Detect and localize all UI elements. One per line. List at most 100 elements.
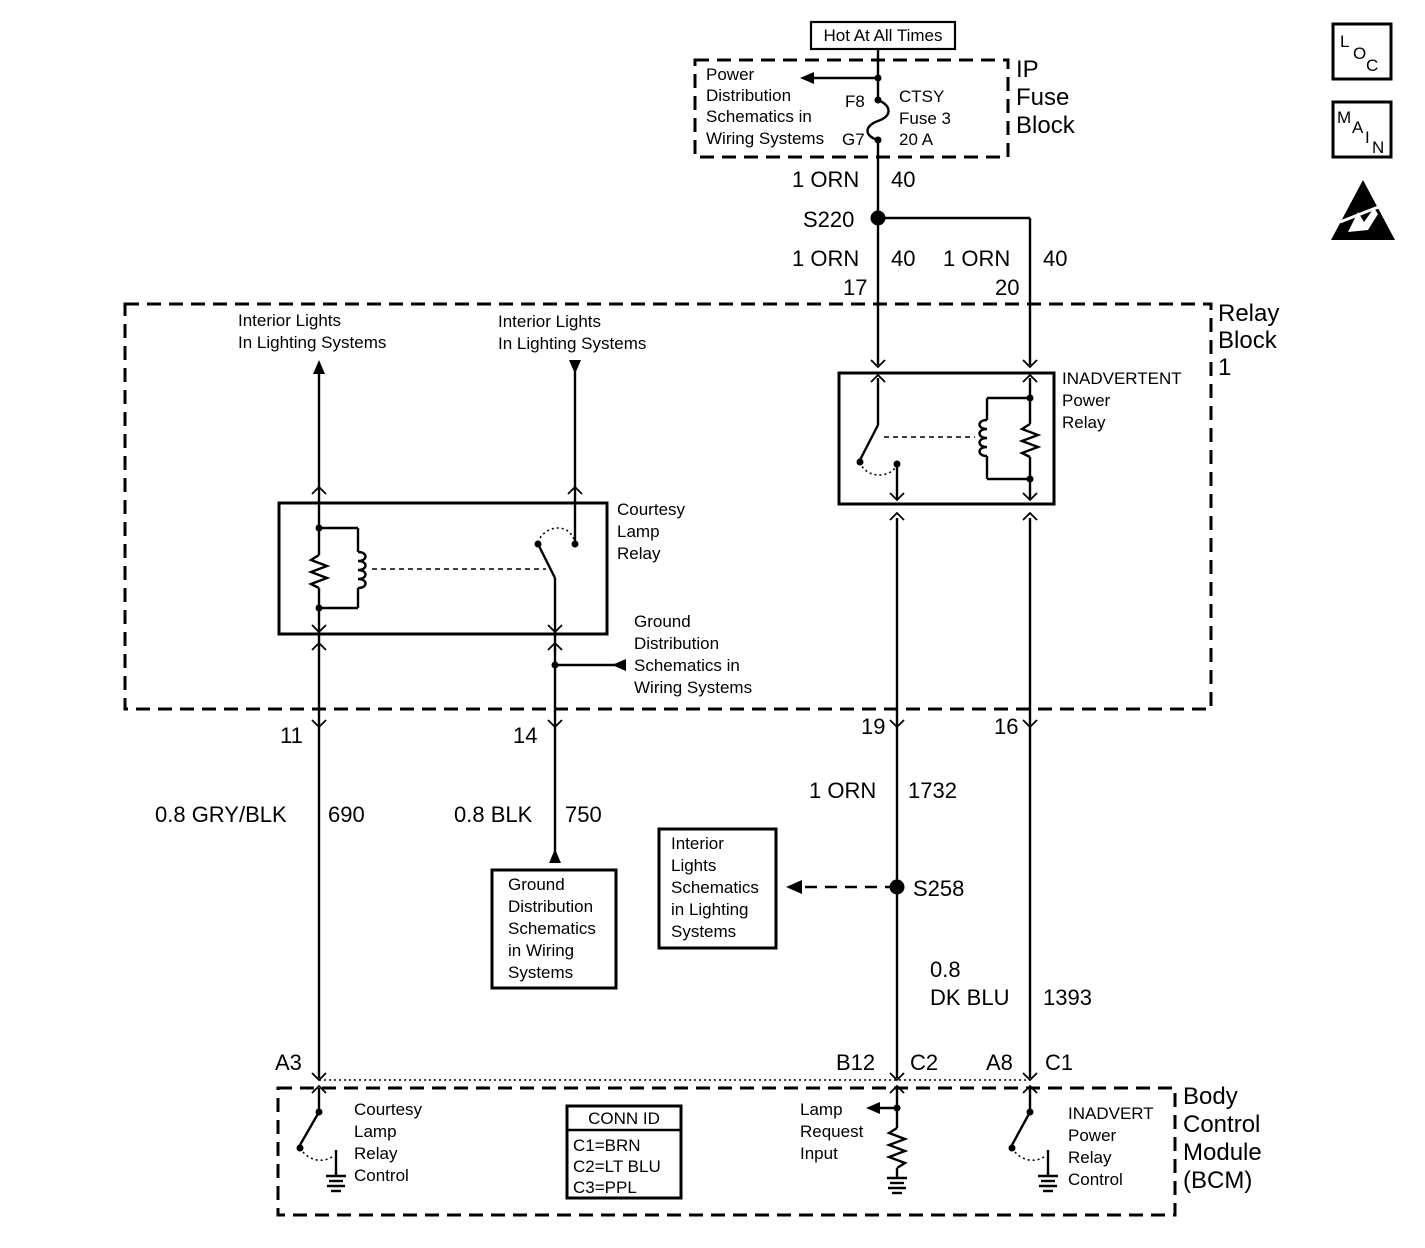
- svg-text:Module: Module: [1183, 1139, 1262, 1166]
- ground-icon: [1038, 1174, 1058, 1193]
- wire-1732: 19 1 ORN 1732: [809, 714, 957, 803]
- svg-text:20 A: 20 A: [899, 130, 934, 149]
- svg-text:C3=PPL: C3=PPL: [573, 1178, 637, 1197]
- svg-text:Ground: Ground: [634, 612, 691, 631]
- svg-text:Courtesy: Courtesy: [617, 500, 686, 519]
- resistor-icon: [307, 553, 331, 590]
- svg-text:Schematics in: Schematics in: [634, 656, 740, 675]
- svg-text:Input: Input: [800, 1144, 838, 1163]
- svg-text:Fuse 3: Fuse 3: [899, 109, 951, 128]
- svg-text:40: 40: [891, 246, 915, 271]
- svg-text:17: 17: [843, 275, 867, 300]
- svg-text:Systems: Systems: [671, 922, 736, 941]
- svg-text:A3: A3: [275, 1050, 302, 1075]
- ground-icon: [326, 1174, 346, 1193]
- svg-text:Ground: Ground: [508, 875, 565, 894]
- interior-lights-ref-left: Interior Lights In Lighting Systems: [238, 311, 386, 495]
- bcm-inadvert-control: INADVERT Power Relay Control: [1008, 1084, 1154, 1193]
- arrow-up-icon: [313, 360, 325, 374]
- svg-text:0.8: 0.8: [930, 957, 961, 982]
- interior-lights-box: Interior Lights Schematics in Lighting S…: [657, 827, 778, 950]
- svg-text:Control: Control: [1068, 1170, 1123, 1189]
- ground-distribution-box: Ground Distribution Schematics in Wiring…: [490, 868, 618, 990]
- svg-text:Relay: Relay: [1068, 1148, 1112, 1167]
- svg-text:M: M: [1337, 108, 1351, 127]
- svg-text:Power: Power: [706, 65, 755, 84]
- bcm-courtesy-control: Courtesy Lamp Relay Control: [296, 1084, 423, 1193]
- esd-warning-icon[interactable]: [1331, 180, 1395, 240]
- svg-text:1: 1: [1218, 354, 1231, 381]
- svg-text:0.8 GRY/BLK: 0.8 GRY/BLK: [155, 802, 287, 827]
- svg-text:750: 750: [565, 802, 602, 827]
- svg-text:Courtesy: Courtesy: [354, 1100, 423, 1119]
- svg-text:Block: Block: [1218, 327, 1278, 354]
- svg-text:in Wiring: in Wiring: [508, 941, 574, 960]
- svg-text:INADVERT: INADVERT: [1068, 1104, 1154, 1123]
- coil-icon: [978, 418, 988, 458]
- svg-text:Hot At All Times: Hot At All Times: [823, 26, 942, 45]
- loc-icon[interactable]: L O C: [1331, 22, 1393, 81]
- svg-text:Interior Lights: Interior Lights: [498, 312, 601, 331]
- svg-text:Block: Block: [1016, 112, 1076, 139]
- svg-text:Distribution: Distribution: [706, 86, 791, 105]
- wire-label-17: 1 ORN 40 17: [792, 246, 915, 300]
- splice-s258: S258: [786, 876, 964, 901]
- svg-text:14: 14: [513, 723, 537, 748]
- svg-text:S258: S258: [913, 876, 964, 901]
- svg-text:Power: Power: [1062, 391, 1111, 410]
- ctsy-fuse-3: F8 G7 CTSY Fuse 3 20 A: [842, 74, 951, 149]
- svg-text:C: C: [1366, 56, 1378, 75]
- svg-text:690: 690: [328, 802, 365, 827]
- arrow-left-icon: [866, 1102, 880, 1114]
- ip-fuse-block: IP Fuse Block: [693, 56, 1076, 159]
- svg-text:In Lighting Systems: In Lighting Systems: [238, 333, 386, 352]
- svg-text:Control: Control: [354, 1166, 409, 1185]
- svg-text:20: 20: [995, 275, 1019, 300]
- arrow-down-icon: [569, 360, 581, 374]
- svg-text:IP: IP: [1016, 56, 1039, 83]
- svg-text:(BCM): (BCM): [1183, 1167, 1252, 1194]
- courtesy-lamp-relay: Courtesy Lamp Relay: [277, 490, 686, 652]
- svg-text:40: 40: [891, 167, 915, 192]
- svg-text:Body: Body: [1183, 1083, 1238, 1110]
- svg-text:O: O: [1353, 44, 1366, 63]
- svg-text:In Lighting Systems: In Lighting Systems: [498, 334, 646, 353]
- hot-at-all-times-label: Hot At All Times: [809, 20, 957, 51]
- arrow-left-icon: [786, 880, 802, 894]
- svg-text:Interior: Interior: [671, 834, 724, 853]
- svg-text:F8: F8: [845, 92, 865, 111]
- switch-contact-icon: [536, 543, 557, 579]
- svg-text:S220: S220: [803, 207, 854, 232]
- svg-text:Distribution: Distribution: [634, 634, 719, 653]
- arrow-left-icon: [612, 659, 626, 671]
- bcm-pin-labels: A3 B12 C2 A8 C1: [275, 1050, 1073, 1075]
- svg-text:A8: A8: [986, 1050, 1013, 1075]
- svg-text:1 ORN: 1 ORN: [792, 167, 859, 192]
- interior-lights-ref-right: Interior Lights In Lighting Systems: [498, 312, 646, 495]
- svg-text:Interior Lights: Interior Lights: [238, 311, 341, 330]
- svg-text:16: 16: [994, 714, 1018, 739]
- svg-text:CTSY: CTSY: [899, 87, 944, 106]
- svg-text:Control: Control: [1183, 1111, 1260, 1138]
- resistor-icon: [1018, 422, 1042, 459]
- svg-text:1393: 1393: [1043, 985, 1092, 1010]
- ground-dist-ref: Ground Distribution Schematics in Wiring…: [551, 612, 752, 697]
- arrow-up-icon: [549, 849, 561, 863]
- svg-text:Lamp: Lamp: [617, 522, 660, 541]
- svg-text:Request: Request: [800, 1122, 864, 1141]
- svg-text:A: A: [1352, 118, 1364, 137]
- svg-text:Schematics: Schematics: [671, 878, 759, 897]
- splice-s220: S220: [803, 207, 886, 232]
- svg-text:Fuse: Fuse: [1016, 84, 1069, 111]
- svg-text:Distribution: Distribution: [508, 897, 593, 916]
- body-control-module: Body Control Module (BCM): [276, 1079, 1262, 1217]
- conn-id-table: CONN ID C1=BRN C2=LT BLU C3=PPL: [565, 1104, 683, 1200]
- switch-contact-icon: [858, 424, 880, 461]
- wire-label-20: 1 ORN 40 20: [943, 246, 1067, 300]
- svg-text:Lamp: Lamp: [800, 1100, 843, 1119]
- main-icon[interactable]: M A I N: [1331, 100, 1393, 159]
- svg-text:Lamp: Lamp: [354, 1122, 397, 1141]
- svg-text:40: 40: [1043, 246, 1067, 271]
- svg-text:Lights: Lights: [671, 856, 716, 875]
- svg-text:I: I: [1365, 128, 1370, 147]
